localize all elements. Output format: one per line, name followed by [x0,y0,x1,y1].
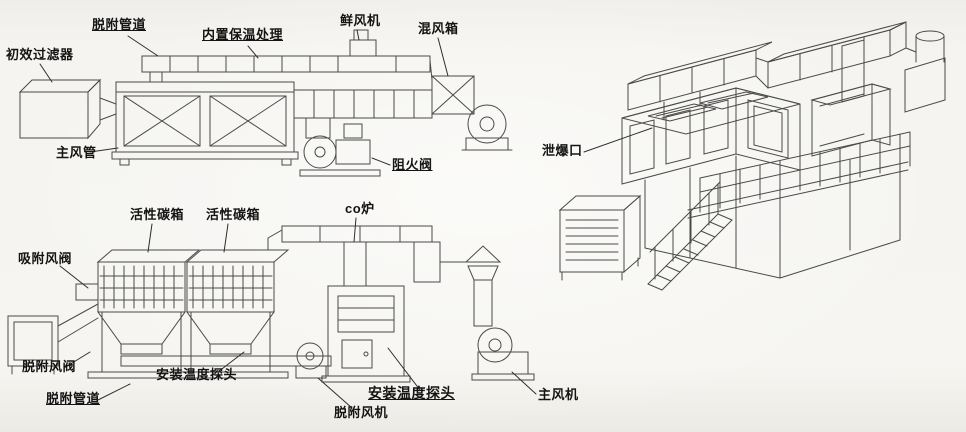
chimney-drawing [439,245,502,327]
carbon-box-2-drawing [185,249,290,355]
iso-ground-cabinet-drawing [558,194,642,281]
label-main-air-duct: 主风管 [56,145,97,160]
right-blower-drawing [461,104,513,151]
label-explosion-vent: 泄爆口 [542,143,583,158]
mixing-box-drawing [429,59,475,115]
label-temp-probe-left: 安装温度探头 [156,367,238,382]
flame-arrester-unit-drawing [299,117,381,177]
label-primary-filter: 初效过滤器 [6,47,74,62]
leader-lines [39,29,653,409]
label-temp-probe-right: 安装温度探头 [368,385,455,401]
label-carbon-box-1: 活性碳箱 [130,207,185,222]
desorption-fan-drawing [295,342,327,379]
label-fresh-air-fan: 鲜风机 [340,13,381,28]
iso-railing-drawing [687,131,911,219]
adsorption-valve-drawing [7,283,99,375]
label-desorption-fan: 脱附风机 [334,405,389,420]
label-main-fan: 主风机 [538,387,579,402]
main-fan-drawing [471,327,535,381]
label-adsorption-valve: 吸附风阀 [18,251,73,266]
desorption-duct-top-drawing [141,55,431,83]
iso-right-fan-drawing [904,30,946,113]
adsorption-housing-drawing [111,81,299,166]
label-desorption-duct-top: 脱附管道 [92,17,147,32]
carbon-box-1-drawing [96,249,201,355]
label-desorption-valve: 脱附风阀 [22,359,77,374]
main-duct-pipe-drawing [293,89,433,119]
label-co-furnace: co炉 [345,201,375,216]
label-desorption-duct-bottom: 脱附管道 [46,391,101,406]
co-furnace-drawing [321,285,411,383]
iso-top-ducts-drawing [627,21,907,111]
primary-filter-drawing [18,78,117,140]
fresh-air-fan-drawing [349,29,377,57]
co-furnace-duct-drawing [267,225,441,287]
label-flame-arrester: 阻火阀 [392,157,433,172]
iso-stairs-drawing [647,181,733,291]
label-mixing-box: 混风箱 [418,21,459,36]
label-insulation: 内置保温处理 [202,27,284,42]
label-carbon-box-2: 活性碳箱 [206,207,261,222]
iso-main-body-drawing [621,87,801,185]
iso-support-legs-drawing [644,147,901,279]
